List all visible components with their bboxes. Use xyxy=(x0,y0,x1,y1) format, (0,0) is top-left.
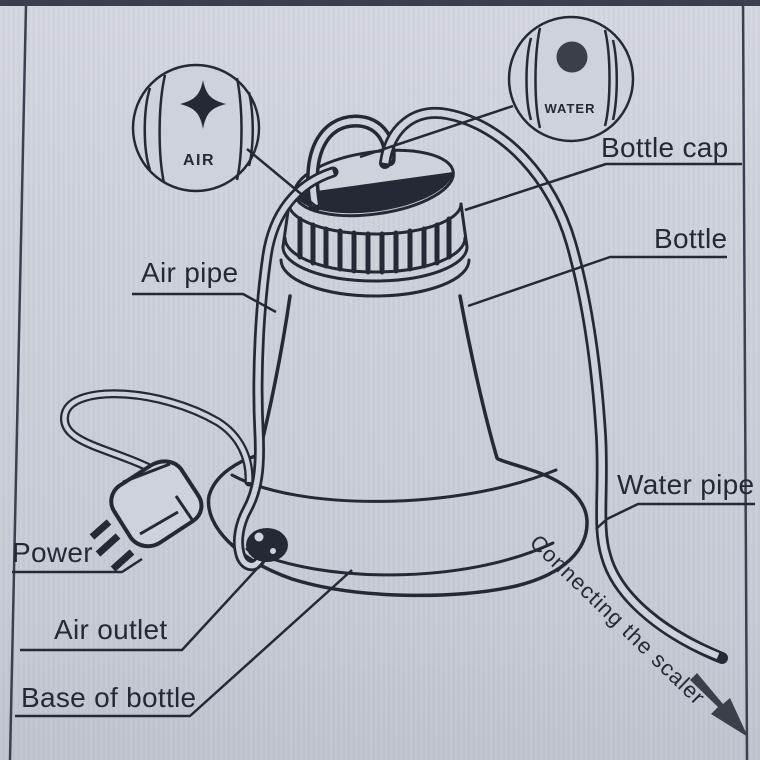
water-callout-leader xyxy=(359,104,514,159)
bottle-leader xyxy=(467,255,727,308)
power-leader xyxy=(12,557,143,574)
leader-lines xyxy=(12,162,755,718)
water-pipe-label: Water pipe xyxy=(617,469,755,500)
power-plug xyxy=(89,459,204,572)
water-port-icon xyxy=(556,41,588,73)
bottle-device xyxy=(206,148,589,598)
base-of-bottle-label: Base of bottle xyxy=(21,682,197,713)
air-outlet-leader xyxy=(20,559,266,652)
cap-ribs xyxy=(297,216,452,275)
bottle-body xyxy=(257,294,499,460)
base-of-bottle-leader xyxy=(15,569,353,718)
air-outlet-label: Air outlet xyxy=(54,614,168,645)
bottle-cap-leader xyxy=(464,162,742,212)
plug-prongs xyxy=(89,519,135,572)
air-diamond-icon xyxy=(180,80,226,129)
air-pipe-label: Air pipe xyxy=(141,257,239,288)
frame-left xyxy=(8,4,28,760)
water-callout-label: WATER xyxy=(545,101,596,116)
power-label: Power xyxy=(12,537,93,568)
bottle-base xyxy=(206,453,589,598)
bottle-cap-ring xyxy=(279,202,471,298)
power-cord xyxy=(60,389,254,487)
bottle-label: Bottle xyxy=(654,223,728,254)
air-callout-leader xyxy=(246,148,319,209)
water-pipe-leader xyxy=(595,502,755,530)
scaler-direction-arrow xyxy=(690,673,748,737)
frame-right xyxy=(741,0,749,760)
air-pipe-leader xyxy=(132,292,277,314)
water-callout: WATER xyxy=(359,15,635,159)
bottle-cap-label: Bottle cap xyxy=(601,132,729,163)
cap-shadow-wedge xyxy=(295,172,453,214)
air-pipe xyxy=(232,166,339,572)
water-pipe xyxy=(379,107,728,664)
air-callout-label: AIR xyxy=(183,152,215,169)
air-callout: AIR xyxy=(131,63,319,209)
air-outlet-fitting xyxy=(246,528,288,562)
